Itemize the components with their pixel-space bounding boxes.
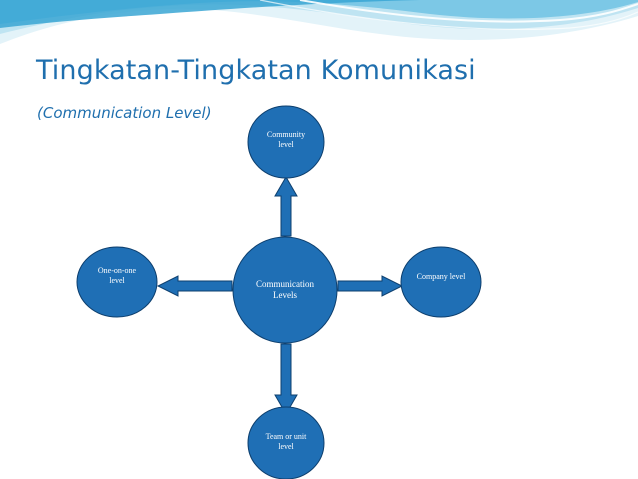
arrow-left <box>156 275 233 297</box>
arrow-down <box>274 343 298 415</box>
slide-title: Tingkatan-Tingkatan Komunikasi <box>36 55 476 86</box>
slide-subtitle: (Communication Level) <box>37 104 212 122</box>
node-right-line1: Company level <box>416 272 466 281</box>
node-bottom-line1: Team or unit <box>265 432 307 441</box>
node-left-line1: One-on-one <box>97 266 137 275</box>
node-top <box>247 105 325 179</box>
node-bottom <box>247 406 325 479</box>
node-bottom-line2: level <box>278 442 294 451</box>
node-center-line2: Levels <box>273 290 297 300</box>
arrow-right <box>337 275 404 297</box>
node-right <box>400 246 482 318</box>
node-top-line2: level <box>278 140 294 149</box>
node-right-label: Company level <box>401 272 481 292</box>
header-wave-decoration <box>0 0 638 44</box>
node-center <box>232 236 338 344</box>
node-left <box>76 246 158 318</box>
arrow-up <box>274 176 298 237</box>
node-center-label: Communication Levels <box>240 278 330 302</box>
node-left-line2: level <box>109 276 125 285</box>
node-center-line1: Communication <box>256 279 314 289</box>
node-top-label: Community level <box>248 126 324 154</box>
node-bottom-label: Team or unit level <box>248 430 324 454</box>
node-top-line1: Community <box>266 130 306 139</box>
node-left-label: One-on-one level <box>79 266 155 294</box>
